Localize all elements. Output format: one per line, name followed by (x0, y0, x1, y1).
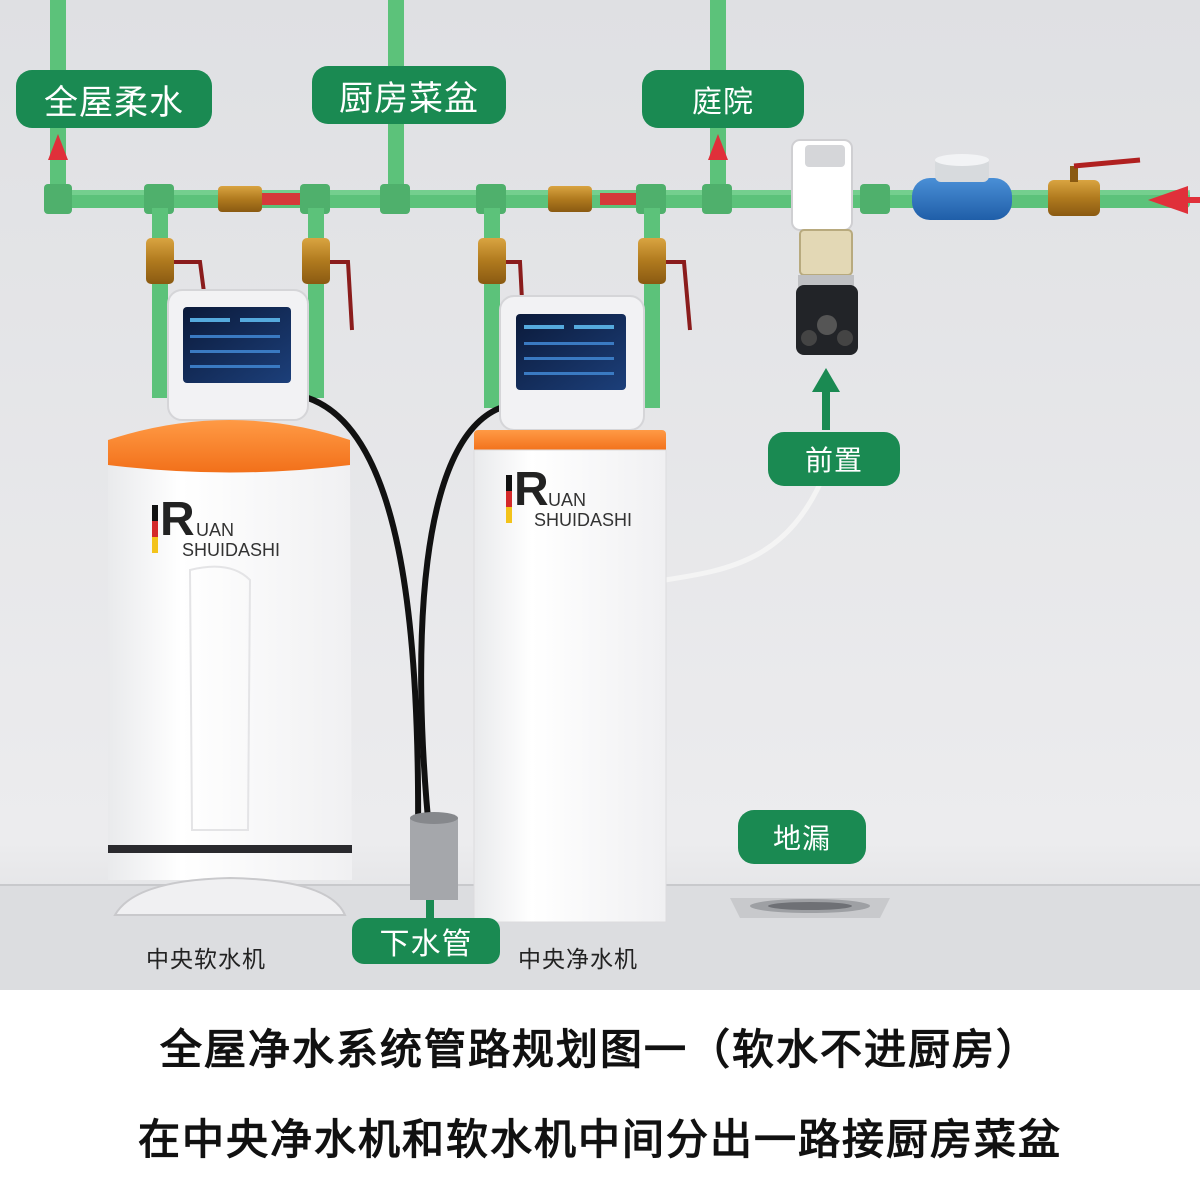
purifier-top (474, 430, 666, 454)
drain-hose-softener (307, 395, 422, 841)
softener-brand-initial: R (160, 493, 195, 546)
pipeline-diagram-scene: R UAN SHUIDASHI R UAN SHUIDASHI 全屋柔水 厨房菜… (0, 0, 1200, 990)
drain-pipe (410, 812, 458, 900)
softener-brand-line1: UAN (196, 520, 235, 540)
flag-gold (152, 537, 158, 553)
branch-valves (146, 238, 692, 331)
water-softener-machine (108, 289, 352, 916)
softener-screen (183, 307, 291, 383)
arrow-inlet (1148, 186, 1200, 214)
pipe-fittings (44, 184, 890, 214)
purifier-brand-line1: UAN (548, 490, 587, 510)
label-kitchen-sink: 厨房菜盆 (312, 66, 506, 124)
label-courtyard: 庭院 (642, 70, 804, 128)
inline-valves (218, 186, 592, 212)
purifier-caption: 中央净水机 (518, 947, 638, 973)
water-meter (912, 154, 1012, 220)
water-purifier-machine (473, 295, 667, 923)
softener-lid (108, 420, 350, 480)
purifier-screen (516, 314, 626, 390)
footer-line-2: 在中央净水机和软水机中间分出一路接厨房菜盆 (137, 1115, 1062, 1164)
label-whole-house-soft: 全屋柔水 (16, 70, 212, 128)
label-drain-pipe: 下水管 (352, 918, 500, 964)
purifier-brand-initial: R (514, 463, 549, 516)
footer-caption: 全屋净水系统管路规划图一（软水不进厨房） 在中央净水机和软水机中间分出一路接厨房… (0, 990, 1200, 1200)
purifier-brand-line2: SHUIDASHI (534, 510, 633, 530)
pipeline-diagram (0, 0, 1200, 990)
pre-filter-hose (664, 469, 829, 583)
inlet-valve (1048, 157, 1141, 216)
pre-filter-device (791, 139, 858, 355)
arrow-courtyard (708, 134, 728, 160)
flag-black (152, 505, 158, 521)
main-pipe (50, 190, 1190, 208)
label-pre-filter: 前置 (768, 432, 900, 486)
softener-brand-line2: SHUIDASHI (182, 540, 281, 560)
arrow-whole-house (48, 134, 68, 160)
label-floor-drain: 地漏 (738, 810, 866, 864)
footer-line-1: 全屋净水系统管路规划图一（软水不进厨房） (159, 1025, 1040, 1074)
flag-red (152, 521, 158, 537)
softener-caption: 中央软水机 (146, 947, 266, 973)
arrow-pre-filter (812, 368, 840, 430)
drain-hose-purifier (418, 405, 502, 841)
floor-drain (730, 898, 890, 918)
softener-trim (108, 845, 352, 853)
